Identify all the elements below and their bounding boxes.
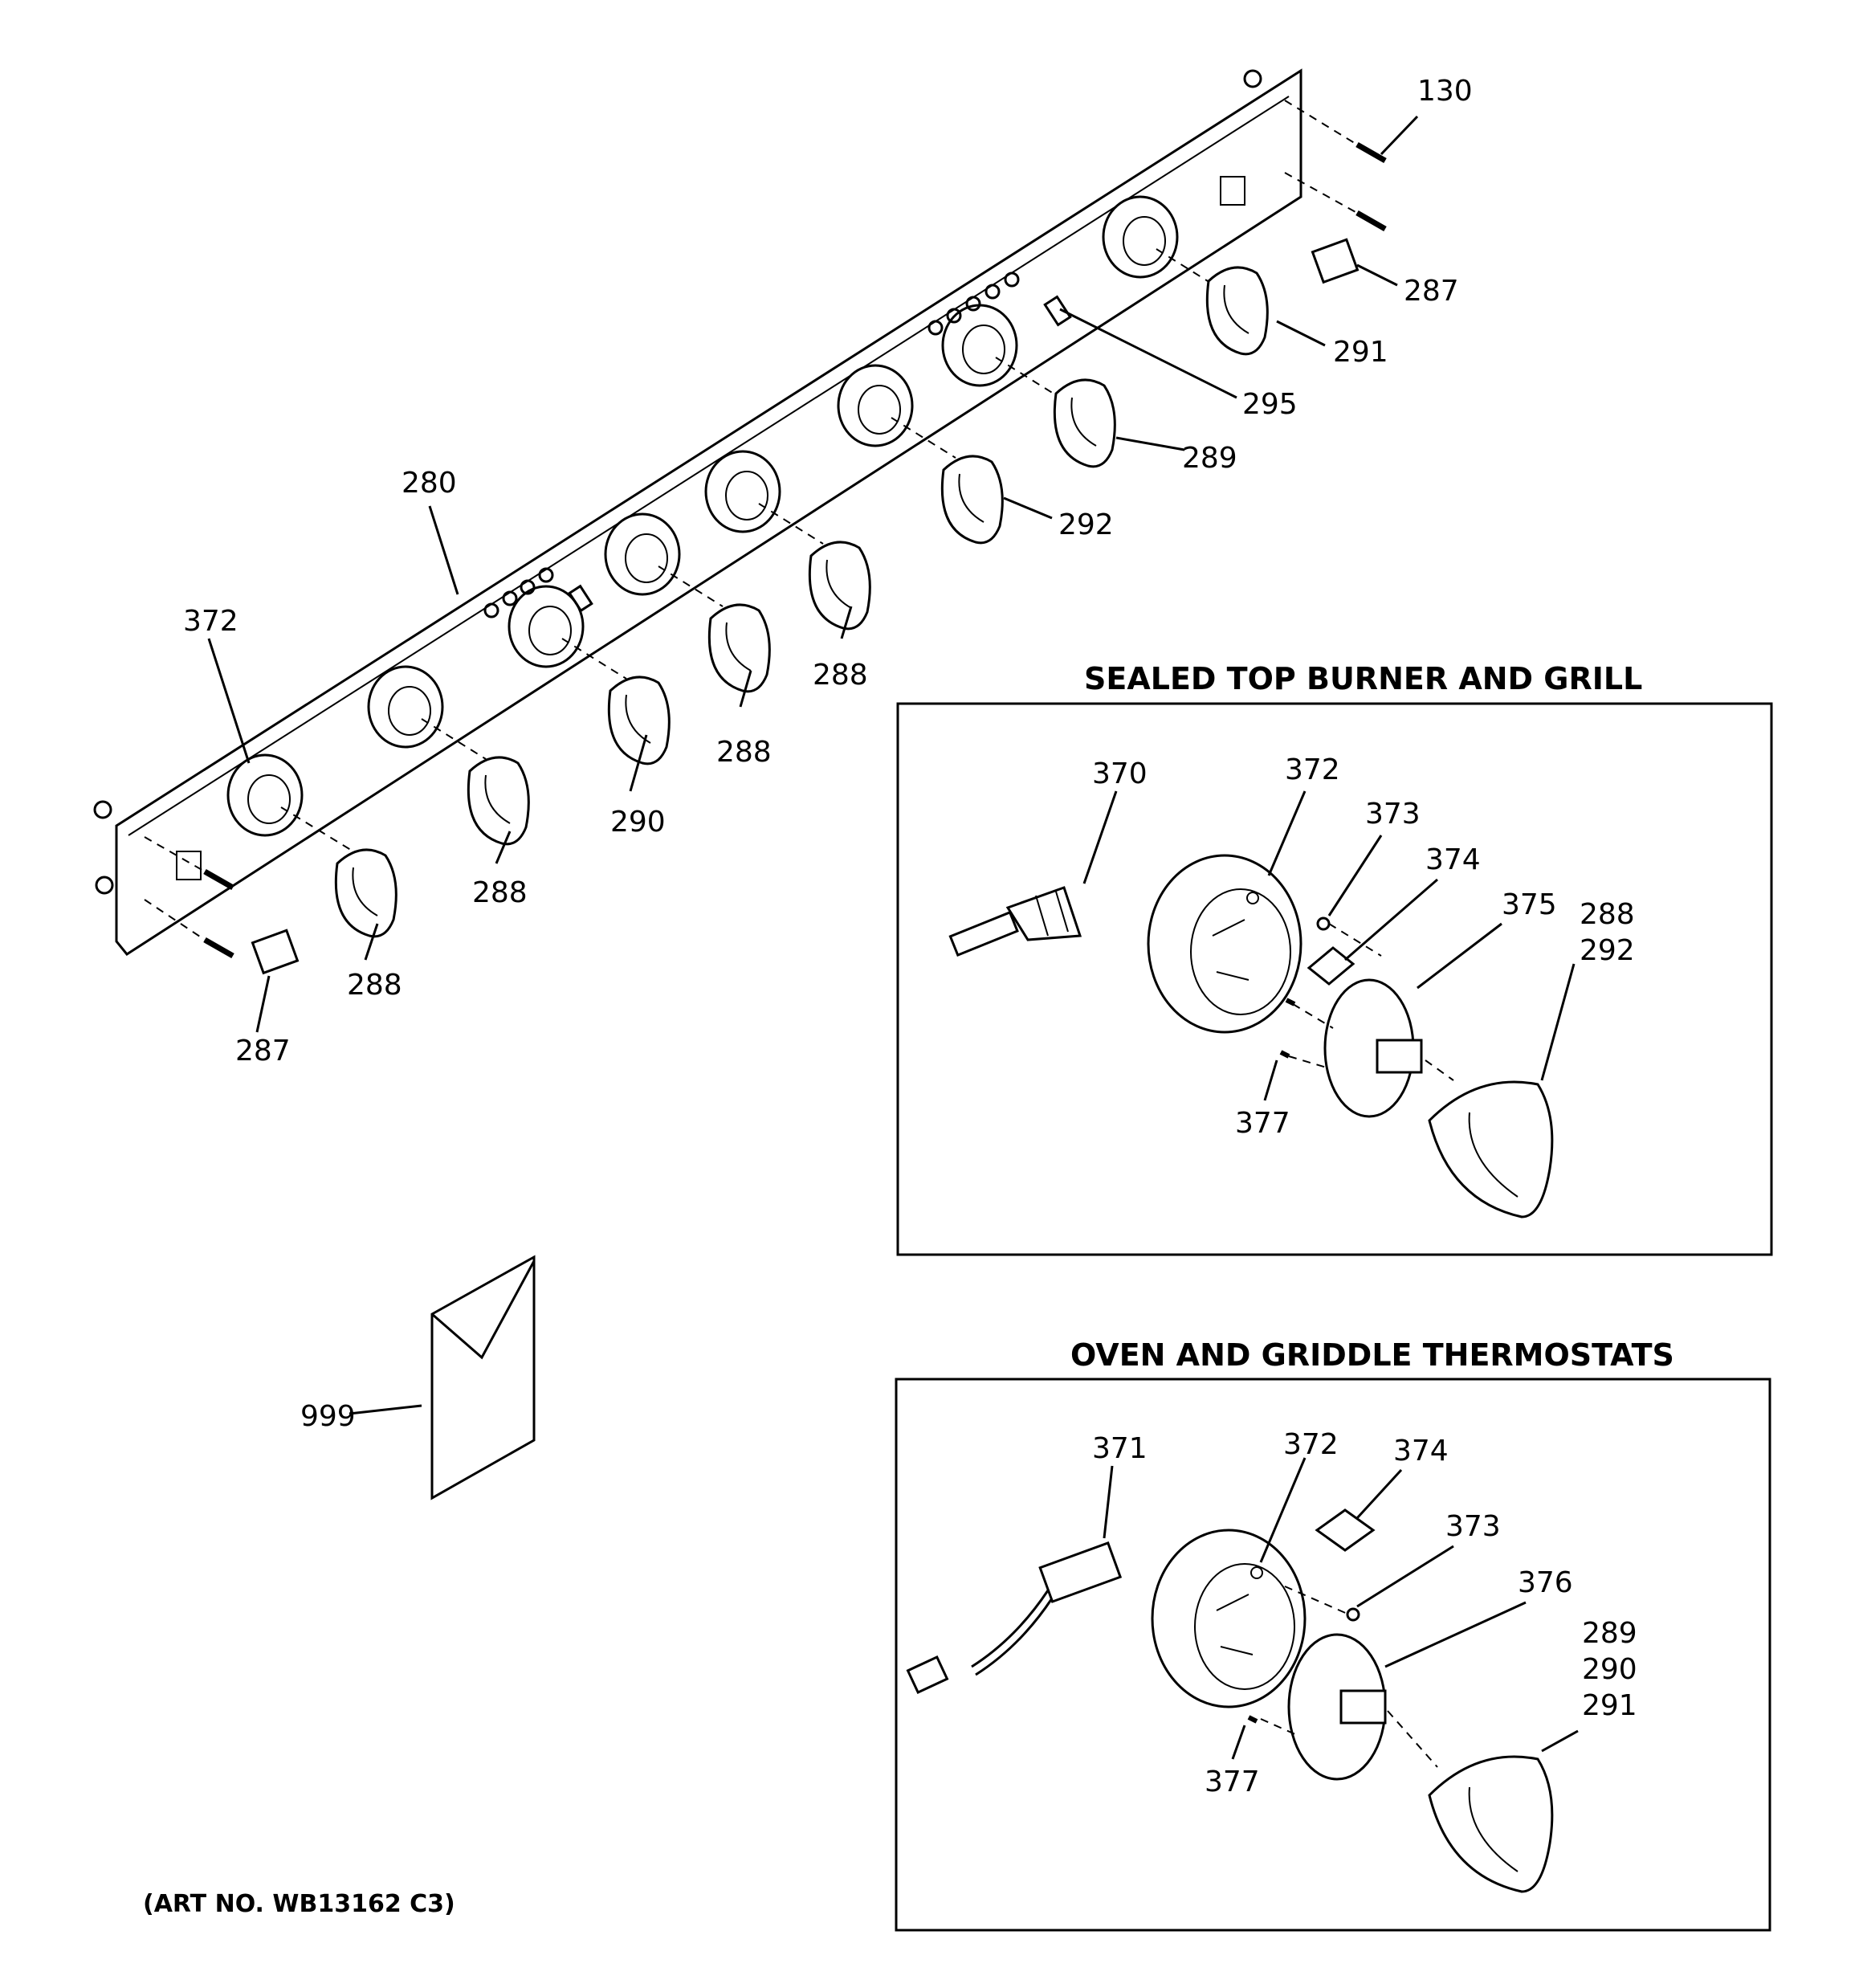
callout-s1-372: 372: [1285, 753, 1340, 786]
callout-s1-375: 375: [1502, 888, 1557, 921]
callout-s1-374: 374: [1425, 843, 1481, 876]
thermostat-icon: [906, 1541, 1123, 1695]
callout-372-main: 372: [183, 605, 238, 638]
knobs: [334, 266, 1269, 938]
callout-s2-371: 371: [1092, 1432, 1148, 1465]
oven-griddle-parts: [906, 1508, 1554, 1893]
sealed-top-leaders: [1082, 790, 1576, 1101]
bezel-8: [1102, 195, 1179, 279]
callout-s2-376: 376: [1518, 1566, 1573, 1599]
bezel-6: [837, 364, 914, 447]
knob-large-288-292: [1428, 1080, 1554, 1219]
callout-s2-290: 290: [1582, 1653, 1637, 1686]
callout-s1-288: 288: [1580, 898, 1635, 931]
panel-screw-icon: [95, 876, 114, 895]
callout-s2-291: 291: [1582, 1689, 1637, 1722]
knob-292: [940, 455, 1004, 545]
bezel-large: [1151, 1529, 1307, 1708]
knob-291: [1205, 266, 1269, 356]
callout-s2-372: 372: [1283, 1428, 1339, 1461]
callout-292: 292: [1058, 508, 1114, 541]
callout-287-right: 287: [1404, 275, 1459, 308]
bezel-4: [604, 512, 681, 596]
bezels: [226, 195, 1179, 837]
knob-288-4: [808, 541, 871, 631]
callout-291: 291: [1333, 336, 1388, 369]
callout-s1-292: 292: [1580, 934, 1635, 967]
sealed-top-parts: [948, 854, 1554, 1219]
knob-288-2: [467, 756, 530, 846]
knob-288-3: [707, 603, 771, 693]
callout-288-a: 288: [813, 659, 868, 692]
bezel-3: [508, 585, 585, 668]
callout-s1-373: 373: [1365, 798, 1421, 831]
section-title-oven-griddle: OVEN AND GRIDDLE THERMOSTATS: [1070, 1337, 1674, 1373]
callout-288-d: 288: [347, 969, 402, 1002]
bezel-5: [704, 450, 781, 533]
callout-s1-370: 370: [1092, 757, 1148, 790]
art-number: (ART NO. WB13162 C3): [143, 1890, 455, 1918]
indicator-lights: [483, 271, 1072, 618]
knob-large-289-290-291: [1428, 1755, 1554, 1893]
section-title-sealed-top: SEALED TOP BURNER AND GRILL: [1084, 661, 1642, 696]
knob-290: [607, 676, 671, 765]
callout-s2-373: 373: [1445, 1510, 1501, 1543]
callout-295: 295: [1242, 388, 1298, 421]
rocker-switch-icon: [1311, 238, 1360, 284]
callout-280: 280: [402, 467, 457, 500]
callout-287-left: 287: [235, 1035, 291, 1067]
bezel-2: [367, 665, 444, 749]
manual-envelope-icon: [430, 1255, 536, 1500]
screws-and-switches: [176, 141, 1387, 975]
bezel-large: [1147, 854, 1302, 1034]
callout-leaders: [207, 115, 1419, 1415]
panel-screw-icon: [1243, 69, 1262, 88]
callout-288-c: 288: [472, 876, 528, 909]
callout-288-b: 288: [716, 736, 772, 769]
callout-s2-377: 377: [1205, 1766, 1260, 1798]
panel-screw-icon: [93, 800, 112, 819]
callout-s1-377: 377: [1235, 1107, 1290, 1140]
section-box-oven-griddle: [895, 1378, 1771, 1932]
burner-valve-icon: [948, 886, 1082, 957]
callout-290: 290: [610, 806, 666, 839]
callout-130: 130: [1417, 75, 1473, 108]
rocker-switch-icon: [251, 929, 300, 975]
bezel-7: [941, 304, 1018, 387]
knob-289: [1053, 378, 1116, 468]
knob-288-1: [334, 848, 397, 938]
callout-s2-374: 374: [1393, 1435, 1449, 1468]
callout-s2-289: 289: [1582, 1617, 1637, 1650]
bezel-1: [226, 753, 304, 837]
callout-289: 289: [1182, 442, 1237, 475]
oven-griddle-leaders: [1103, 1457, 1579, 1760]
section-box-sealed-top: [896, 702, 1773, 1256]
callout-999: 999: [300, 1400, 356, 1433]
